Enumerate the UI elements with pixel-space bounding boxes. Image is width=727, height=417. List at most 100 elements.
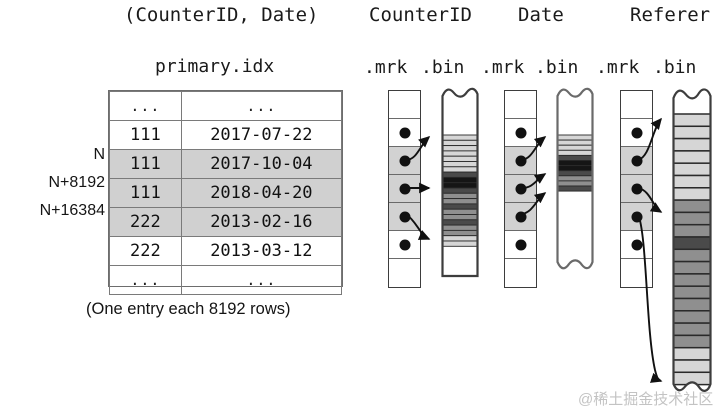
mark-cell <box>389 91 420 119</box>
bin-stripe <box>442 214 478 221</box>
cell-counterid: ... <box>109 91 182 121</box>
mark-cell <box>621 91 652 119</box>
mark-dot-icon <box>399 239 410 250</box>
bin-stripe <box>442 240 478 247</box>
bin-label-referer: .bin <box>653 57 697 78</box>
bin-label-counterid: .bin <box>421 57 465 78</box>
mark-dot-icon <box>399 127 410 138</box>
mark-cell <box>505 259 536 287</box>
mark-dot-icon <box>631 239 642 250</box>
mark-cell <box>505 119 536 147</box>
primary-index-caption: (One entry each 8192 rows) <box>86 300 291 318</box>
cell-date: ... <box>180 265 343 295</box>
mark-dot-icon <box>515 155 526 166</box>
cell-date: 2018-04-20 <box>180 178 343 208</box>
bin-stripe <box>442 166 478 173</box>
bin-label-date: .bin <box>535 57 579 78</box>
mark-cell <box>389 231 420 259</box>
bin-stripe <box>442 161 478 168</box>
bin-stripe <box>442 155 478 162</box>
bin-stripe <box>442 203 478 210</box>
bin-stripe <box>557 139 593 146</box>
bin-stripe <box>442 198 478 205</box>
bin-stripe <box>442 192 478 200</box>
mark-cell <box>389 147 420 175</box>
mark-cell <box>389 175 420 203</box>
bin-stripe <box>673 273 711 287</box>
cell-date: 2013-03-12 <box>180 236 343 266</box>
bin-stripe <box>442 171 478 178</box>
bin-stripe <box>442 224 478 231</box>
mark-dot-icon <box>631 127 642 138</box>
bin-stripe <box>557 175 593 182</box>
bin-stripe <box>442 176 478 184</box>
cell-counterid: 111 <box>109 149 182 179</box>
bin-stripe <box>673 359 711 374</box>
bin-stripe <box>673 187 711 201</box>
bin-stripe <box>673 322 711 337</box>
mark-dot-icon <box>631 211 642 222</box>
mark-cell <box>389 119 420 147</box>
bin-stripe <box>557 185 593 192</box>
cell-date: 2017-07-22 <box>180 120 343 150</box>
bin-stripe <box>557 165 593 172</box>
bin-stripe <box>557 170 593 177</box>
mark-cell <box>505 175 536 203</box>
bin-stripe <box>673 260 711 275</box>
column-title-counterid: CounterID <box>369 4 472 26</box>
mark-dot-icon <box>515 127 526 138</box>
bin-counterid-graphic <box>441 87 479 278</box>
bin-date-graphic <box>556 87 594 270</box>
bin-stripe <box>442 182 478 189</box>
bin-stripe <box>673 113 711 128</box>
bin-stripe <box>442 187 478 194</box>
mrk-label-date: .mrk <box>481 57 525 78</box>
bin-stripe <box>442 145 478 152</box>
mark-cell <box>505 203 536 231</box>
mark-column-counterid <box>388 90 421 288</box>
bin-stripe <box>442 139 478 147</box>
cell-counterid: 222 <box>109 207 182 237</box>
bin-stripe <box>673 199 711 214</box>
mark-cell <box>389 259 420 287</box>
cell-counterid: 111 <box>109 178 182 208</box>
mrk-label-counterid: .mrk <box>364 57 408 78</box>
bin-stripe <box>673 236 711 251</box>
mark-dot-icon <box>631 183 642 194</box>
bin-stripe <box>673 223 711 238</box>
column-title-referer: Referer <box>630 4 711 26</box>
bin-stripe <box>673 285 711 300</box>
bin-referer-graphic <box>672 88 712 392</box>
bin-date-stripes <box>557 134 593 192</box>
bin-stripe <box>673 310 711 324</box>
bin-stripe <box>442 208 478 215</box>
bin-stripe <box>557 149 593 156</box>
mark-dot-icon <box>515 239 526 250</box>
bin-stripe <box>673 150 711 164</box>
mark-column-referer <box>620 90 653 288</box>
mark-column-date <box>504 90 537 288</box>
mark-dot-icon <box>399 211 410 222</box>
bin-stripe <box>673 334 711 349</box>
cell-counterid: 222 <box>109 236 182 266</box>
row-label-n-plus-8192: N+8192 <box>48 174 106 191</box>
cell-date: 2013-02-16 <box>180 207 343 237</box>
bin-stripe <box>673 248 711 263</box>
bin-stripe <box>442 235 478 242</box>
cell-counterid: ... <box>109 265 182 295</box>
mark-cell <box>505 147 536 175</box>
bin-stripe <box>557 180 593 187</box>
primary-idx-file-label: primary.idx <box>155 56 275 77</box>
mark-dot-icon <box>515 211 526 222</box>
mark-cell <box>621 259 652 287</box>
row-label-n-plus-16384: N+16384 <box>39 202 105 219</box>
bin-stripe <box>442 219 478 226</box>
mark-cell <box>621 147 652 175</box>
